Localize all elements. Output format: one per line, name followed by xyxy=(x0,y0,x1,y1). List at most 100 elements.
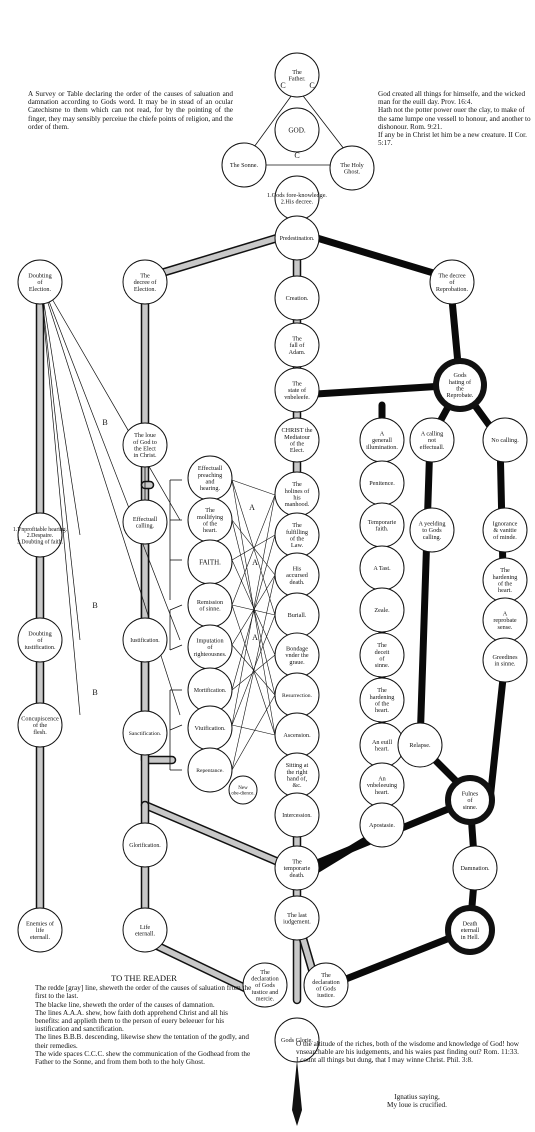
reader-heading: TO THE READER xyxy=(111,973,177,983)
node-ascension: Ascension. xyxy=(274,712,320,758)
node-label: Repentance. xyxy=(196,768,224,774)
node-no-calling: No calling. xyxy=(482,417,528,463)
node-apostasie: Apostasie. xyxy=(359,802,405,848)
node-penitence: Penitence. xyxy=(359,460,405,506)
node-label: Iustification. xyxy=(130,637,160,644)
letter-c-3: C xyxy=(294,151,299,160)
node-label: Gods Glorie. xyxy=(281,1037,313,1044)
node-relapse: Relapse. xyxy=(397,722,443,768)
node-label: Glorification. xyxy=(129,842,161,849)
node-label: Creation. xyxy=(286,295,309,302)
node-label: Intercession. xyxy=(282,813,312,819)
node-buriall: Buriall. xyxy=(274,592,320,638)
node-label: GOD. xyxy=(288,127,306,135)
node-label: Mortification. xyxy=(194,687,227,694)
scripture-quotes: God created all things for himselfe, and… xyxy=(378,90,531,148)
node-glorification: Glorification. xyxy=(122,822,168,868)
node-label: Resurrection. xyxy=(282,693,313,699)
node-viuification: Viuification. xyxy=(187,705,233,751)
node-label: Apostasie. xyxy=(369,822,395,829)
node-label: Ascension. xyxy=(283,732,311,739)
node-label: Viuification. xyxy=(194,725,226,732)
node-predestination: Predestination. xyxy=(274,215,320,261)
node-sonne: The Sonne. xyxy=(221,142,267,188)
node-foreknowledge: 1.Gods fore-knowledge.2.His decree. xyxy=(267,175,327,221)
node-vnprofitable: 1.Vnprofitable hearing.2.Despaire.3.Doub… xyxy=(13,512,68,558)
node-label: Buriall. xyxy=(288,612,307,619)
letter-a-3: A xyxy=(252,633,258,642)
letter-b-2: B xyxy=(92,601,97,610)
node-label: 1.Vnprofitable hearing.2.Despaire.3.Doub… xyxy=(13,526,68,546)
node-label: No calling. xyxy=(491,437,519,444)
node-label: Damnation. xyxy=(460,865,489,872)
node-label: The Sonne. xyxy=(230,162,259,169)
node-sanctification: Sanctification. xyxy=(122,710,168,756)
ignatius-saying: Ignatius saying, My loue is crucified. xyxy=(387,1093,447,1110)
node-faith: FAITH. xyxy=(187,539,233,585)
intro-text: A Survey or Table declaring the order of… xyxy=(28,90,233,131)
